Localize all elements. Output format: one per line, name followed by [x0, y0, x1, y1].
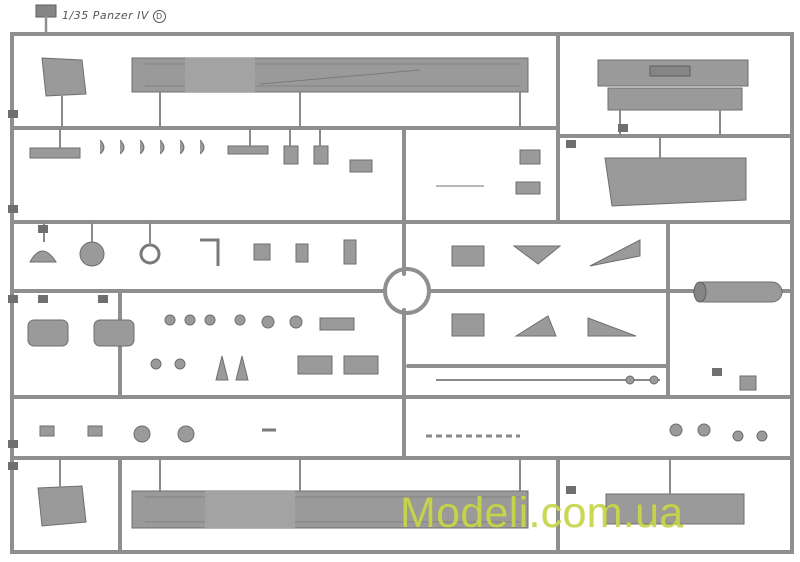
hull-side-panel-bottom — [131, 458, 529, 529]
hatch-part-top-left — [41, 57, 87, 128]
part-number-tags — [8, 110, 722, 494]
mudguard-plate — [604, 136, 747, 207]
sprue-title: 1/35 Panzer IV D — [62, 9, 166, 23]
hull-side-panel-top — [131, 57, 529, 128]
sprue-frame — [10, 4, 794, 554]
sprue-letter-badge: D — [152, 9, 166, 23]
small-parts-row-2 — [29, 128, 541, 195]
sprue-title-text: 1/35 Panzer IV — [62, 9, 149, 22]
rear-plate-top-right — [597, 59, 749, 136]
small-parts-row-5 — [150, 355, 757, 391]
small-parts-row-3 — [29, 222, 641, 267]
exhaust-muffler — [693, 281, 783, 303]
bottom-right-plate — [605, 458, 745, 525]
watermark-text: Modeli.com.ua — [400, 489, 684, 537]
hatch-part-bottom-left — [37, 458, 87, 527]
small-parts-row-4 — [27, 313, 637, 347]
small-parts-row-6 — [39, 423, 768, 443]
